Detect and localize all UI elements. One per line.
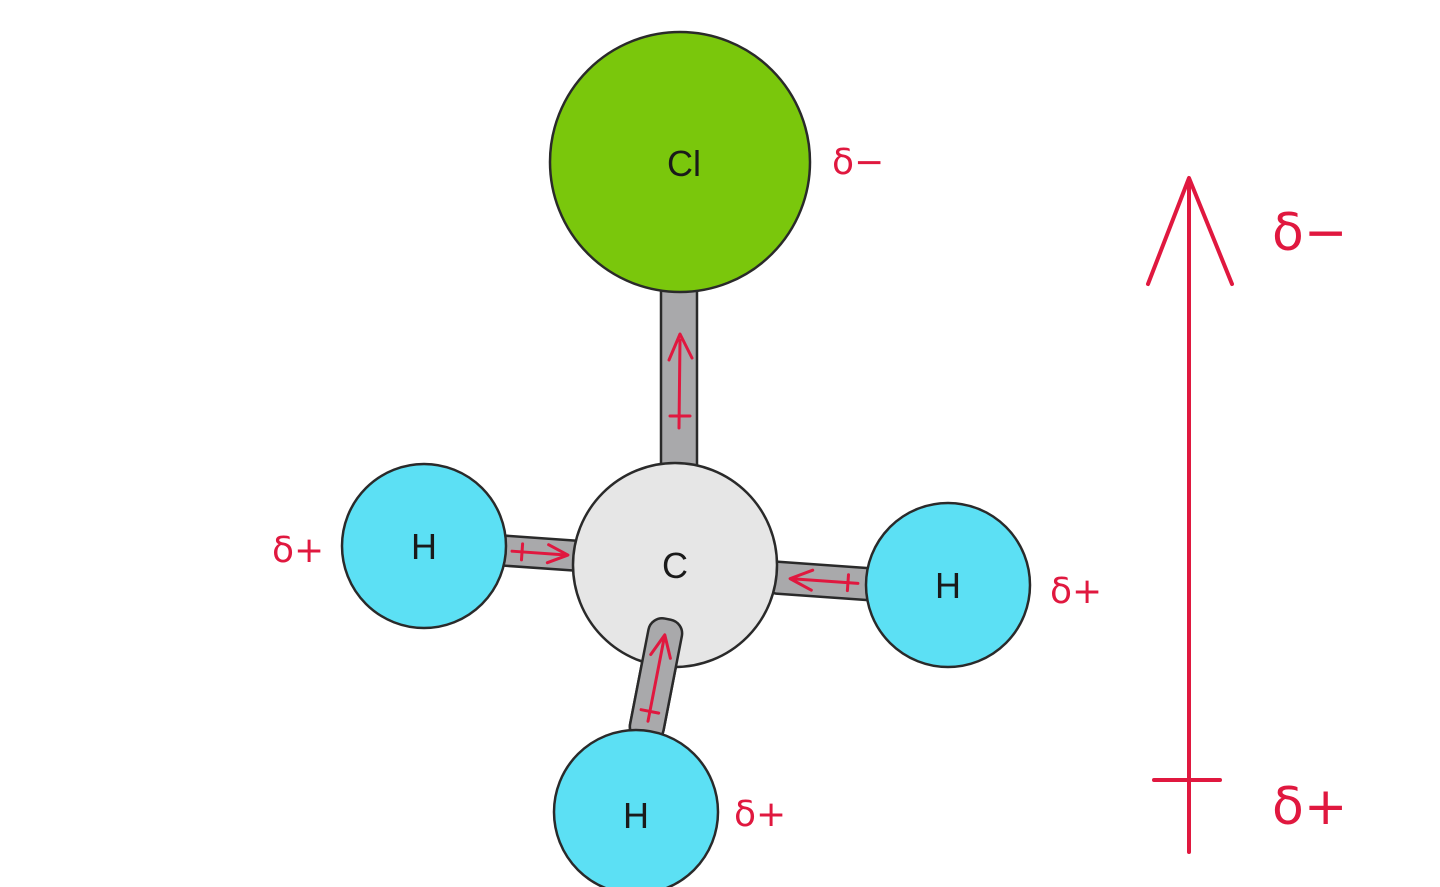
charge-label-hydrogen-right: δ+ (1050, 571, 1102, 612)
chlorine-atom: Cl (548, 30, 812, 294)
hydrogen-atom-right: H (864, 501, 1032, 669)
hydrogen-atom-bottom: H (552, 728, 720, 887)
charge-label-hydrogen-left: δ+ (272, 530, 324, 571)
molecular-dipole-positive-label: δ+ (1272, 777, 1347, 837)
atom-label-hydrogen-left: H (411, 526, 437, 567)
bond-dipole-arrow-c-h-left (510, 542, 570, 565)
bond-c-h-bottom-overlay (628, 617, 684, 743)
hydrogen-atom-left: H (340, 462, 508, 630)
atom-label-hydrogen-right: H (935, 565, 961, 606)
molecular-dipole-negative-label: δ− (1272, 203, 1347, 263)
atom-label-carbon: C (662, 545, 688, 586)
bond-dipole-arrow-c-cl (667, 332, 694, 430)
atom-label-hydrogen-bottom: H (623, 795, 649, 836)
atom-label-chlorine: Cl (667, 143, 701, 184)
charge-label-chlorine: δ− (832, 142, 884, 183)
charge-label-hydrogen-bottom: δ+ (734, 794, 786, 835)
bond-dipole-arrow-c-h-right (788, 568, 860, 593)
molecular-dipole-arrow (1146, 176, 1234, 854)
